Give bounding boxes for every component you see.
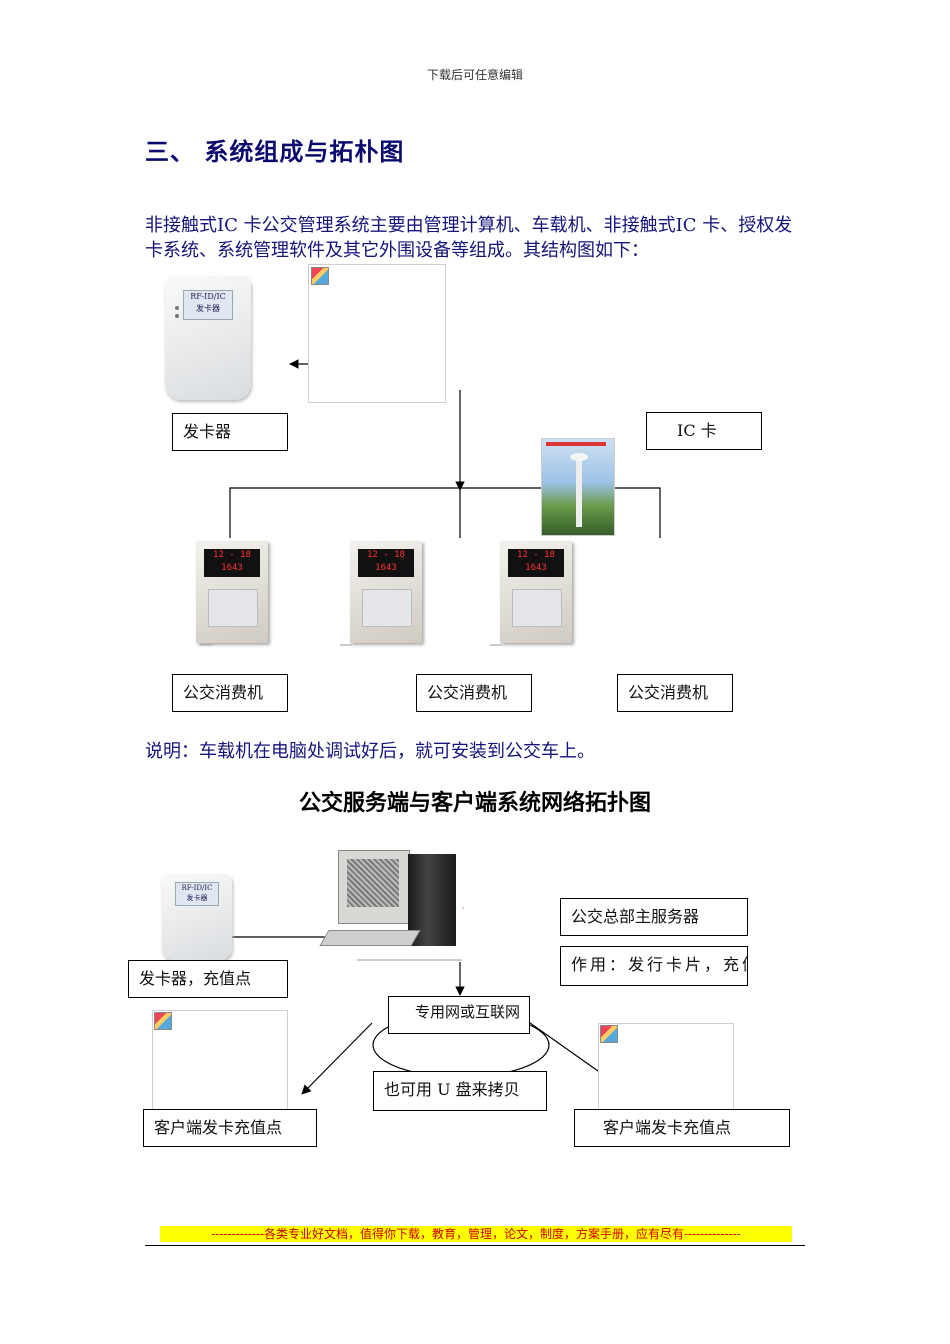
network-diagram-title: 公交服务端与客户端系统网络拓扑图: [298, 790, 651, 816]
bus-terminal-1: 12 - 18 1643: [196, 541, 268, 643]
terminal-display: 12 - 18 1643: [508, 549, 564, 577]
terminal-label-3: 公交消费机: [617, 674, 733, 712]
ic-card-image: [541, 438, 615, 536]
image-placeholder: [308, 264, 446, 403]
bus-line: [229, 487, 661, 538]
card-issuer-device-2: RF-ID/IC 发卡器: [162, 874, 232, 960]
server-label: 公交总部主服务器: [560, 898, 748, 936]
card-issuer-device: RF-ID/IC 发卡器: [165, 276, 251, 400]
card-issuer-recharge-label: 发卡器，充值点: [128, 960, 288, 998]
broken-image-icon: [600, 1025, 618, 1043]
network-label: 专用网或互联网: [388, 996, 530, 1034]
terminal-display: 12 - 18 1643: [204, 549, 260, 577]
client-image-placeholder-right: [598, 1023, 734, 1117]
bus-terminal-2: 12 - 18 1643: [350, 541, 422, 643]
section-title: 三、 系统组成与拓朴图: [145, 137, 405, 166]
note-text: 说明：车载机在电脑处调试好后，就可安装到公交车上。: [145, 741, 595, 762]
bus-terminal-3: 12 - 18 1643: [500, 541, 572, 643]
device-screen: RF-ID/IC 发卡器: [175, 882, 219, 906]
usb-copy-label: 也可用 U 盘来拷贝: [373, 1071, 547, 1111]
broken-image-icon: [311, 267, 329, 285]
client-image-placeholder-left: [152, 1010, 288, 1114]
card-issuer-label: 发卡器: [172, 413, 288, 451]
broken-image-icon: [154, 1012, 172, 1030]
function-label: 作用：发行卡片，充值值: [560, 946, 748, 986]
intro-paragraph: 非接触式IC 卡公交管理系统主要由管理计算机、车载机、非接触式IC 卡、授权发卡…: [145, 215, 793, 261]
footer-divider: [145, 1245, 805, 1246]
header-note: 下载后可任意编辑: [426, 68, 523, 82]
terminal-label-2: 公交消费机: [416, 674, 532, 712]
terminal-display: 12 - 18 1643: [358, 549, 414, 577]
terminal-label-1: 公交消费机: [172, 674, 288, 712]
footer-banner: -------------各类专业好文档，值得你下载，教育，管理，论文，制度，方…: [160, 1226, 792, 1242]
arrow-to-left-client: [301, 1022, 373, 1095]
client-label-left: 客户端发卡充值点: [143, 1109, 317, 1147]
server-computer-image: [319, 848, 465, 960]
device-screen: RF-ID/IC 发卡器: [183, 290, 233, 320]
ic-card-label: IC 卡: [646, 412, 762, 450]
client-label-right: 客户端发卡充值点: [574, 1109, 790, 1147]
